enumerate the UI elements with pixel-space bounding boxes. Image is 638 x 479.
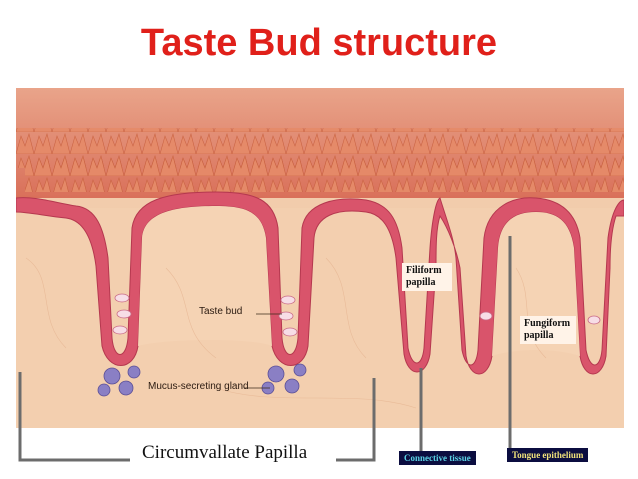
page-title: Taste Bud structure bbox=[140, 22, 498, 64]
mucus-gland-label: Mucus-secreting gland bbox=[148, 381, 249, 392]
tongue-epithelium-label: Tongue epithelium bbox=[507, 448, 589, 462]
taste-bud-label: Taste bud bbox=[199, 306, 243, 317]
fungiform-label: Fungiform papilla bbox=[520, 316, 576, 344]
connective-tissue-label: Connective tissue bbox=[399, 451, 476, 465]
taste-buds bbox=[112, 293, 601, 337]
circumvallate-papilla-core bbox=[138, 206, 272, 346]
tissue-texture bbox=[25, 257, 547, 409]
filiform-spikes-row2 bbox=[25, 158, 624, 192]
filiform-label: Filiform papilla bbox=[402, 263, 452, 291]
circumvallate-label: Circumvallate Papilla bbox=[142, 442, 308, 463]
taste-bud-illustration bbox=[16, 88, 624, 428]
tongue-epithelium bbox=[16, 191, 624, 375]
